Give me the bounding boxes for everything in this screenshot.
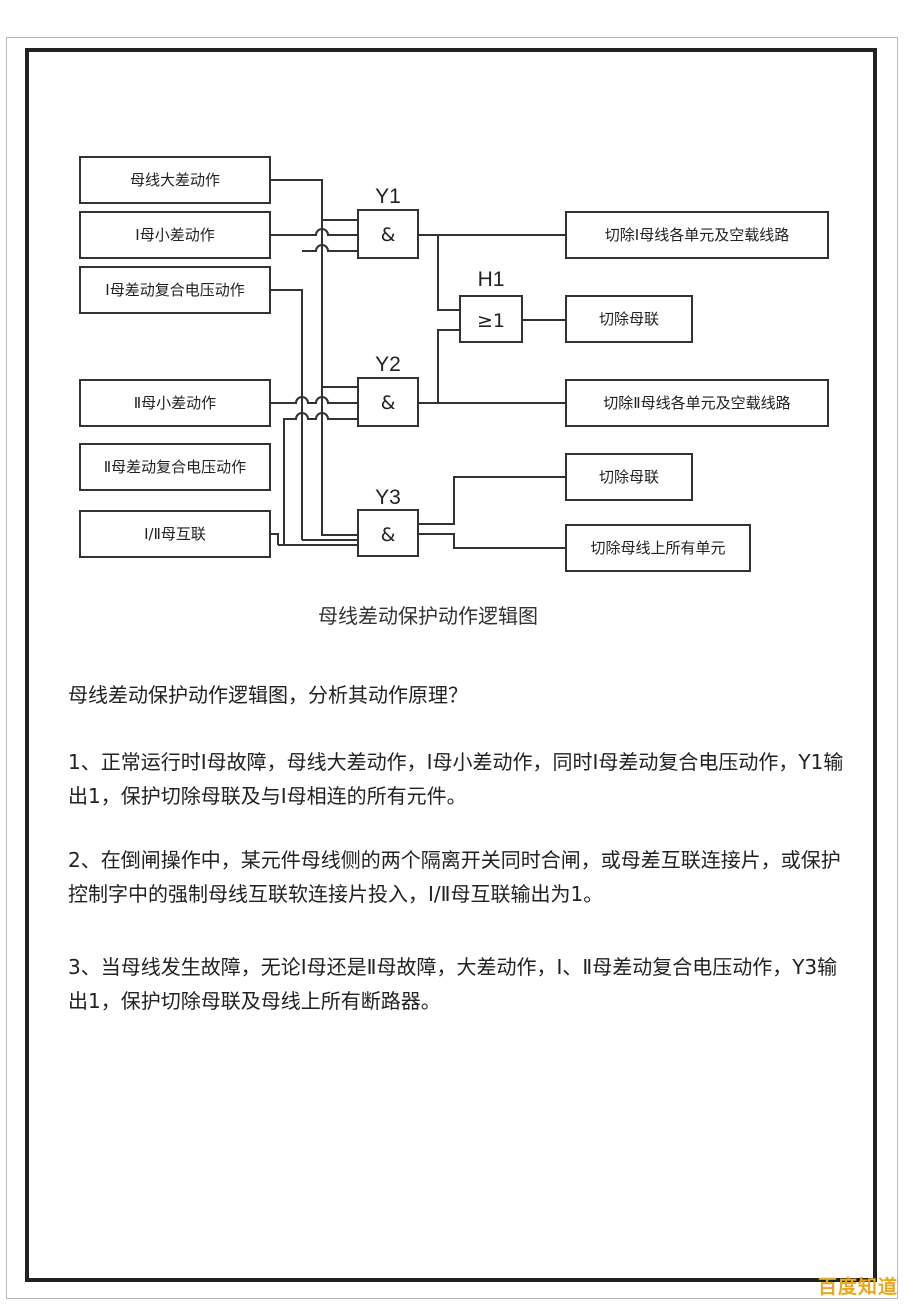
gate-y1-symbol: & xyxy=(381,224,396,246)
output-trip-bus2: 切除Ⅱ母线各单元及空载线路 xyxy=(565,379,829,427)
input-bus1-voltage-label: Ⅰ母差动复合电压动作 xyxy=(105,281,244,299)
paragraph-1: 1、正常运行时Ⅰ母故障，母线大差动作，Ⅰ母小差动作，同时Ⅰ母差动复合电压动作，Y… xyxy=(68,750,844,808)
gate-h1: H1 ≥1 xyxy=(459,268,523,343)
watermark-logo: 百度知道 xyxy=(818,1276,899,1298)
output-trip-coupler-h1: 切除母联 xyxy=(565,295,693,343)
input-bus1-voltage: Ⅰ母差动复合电压动作 xyxy=(79,266,271,314)
diagram-caption: 母线差动保护动作逻辑图 xyxy=(318,604,538,628)
paragraph-3: 3、当母线发生故障，无论Ⅰ母还是Ⅱ母故障，大差动作，Ⅰ、Ⅱ母差动复合电压动作，Y… xyxy=(68,955,838,1013)
gate-y2-name: Y2 xyxy=(375,353,401,376)
wires xyxy=(270,179,566,549)
input-bus2-voltage: Ⅱ母差动复合电压动作 xyxy=(79,443,271,491)
input-bus1-small-diff: Ⅰ母小差动作 xyxy=(79,211,271,259)
input-interconnect: Ⅰ/Ⅱ母互联 xyxy=(79,510,271,558)
page-outline xyxy=(6,37,898,1299)
question-text: 母线差动保护动作逻辑图，分析其动作原理？ xyxy=(68,683,468,707)
input-bus1-small-diff-label: Ⅰ母小差动作 xyxy=(135,226,214,244)
output-trip-coupler-y3-label: 切除母联 xyxy=(599,468,659,486)
output-trip-bus1-label: 切除Ⅰ母线各单元及空载线路 xyxy=(605,226,789,244)
output-trip-bus1: 切除Ⅰ母线各单元及空载线路 xyxy=(565,211,829,259)
gate-y1: Y1 & xyxy=(357,185,419,259)
gate-y2: Y2 & xyxy=(357,353,419,427)
gate-y3-name: Y3 xyxy=(375,486,401,509)
input-interconnect-label: Ⅰ/Ⅱ母互联 xyxy=(144,525,206,543)
paragraph-2: 2、在倒闸操作中，某元件母线侧的两个隔离开关同时合闸，或母差互联连接片，或保护控… xyxy=(68,848,841,906)
gate-y3-symbol: & xyxy=(381,524,396,546)
gate-h1-name: H1 xyxy=(478,268,505,291)
input-big-diff: 母线大差动作 xyxy=(79,156,271,204)
gate-y1-name: Y1 xyxy=(375,185,401,208)
logic-diagram: 母线大差动作 Ⅰ母小差动作 Ⅰ母差动复合电压动作 Ⅱ母小差动作 Ⅱ母差动复合电压… xyxy=(79,156,829,572)
output-trip-all: 切除母线上所有单元 xyxy=(565,524,751,572)
output-trip-bus2-label: 切除Ⅱ母线各单元及空载线路 xyxy=(603,394,790,412)
page-frame xyxy=(25,48,877,1282)
input-big-diff-label: 母线大差动作 xyxy=(130,171,220,189)
gate-h1-symbol: ≥1 xyxy=(477,310,505,332)
gate-y2-symbol: & xyxy=(381,392,396,414)
input-bus2-small-diff: Ⅱ母小差动作 xyxy=(79,379,271,427)
output-trip-coupler-y3: 切除母联 xyxy=(565,453,693,501)
input-bus2-voltage-label: Ⅱ母差动复合电压动作 xyxy=(104,458,246,476)
gate-y3: Y3 & xyxy=(357,486,419,557)
output-trip-coupler-h1-label: 切除母联 xyxy=(599,310,659,328)
output-trip-all-label: 切除母线上所有单元 xyxy=(590,539,725,557)
input-bus2-small-diff-label: Ⅱ母小差动作 xyxy=(134,394,216,412)
